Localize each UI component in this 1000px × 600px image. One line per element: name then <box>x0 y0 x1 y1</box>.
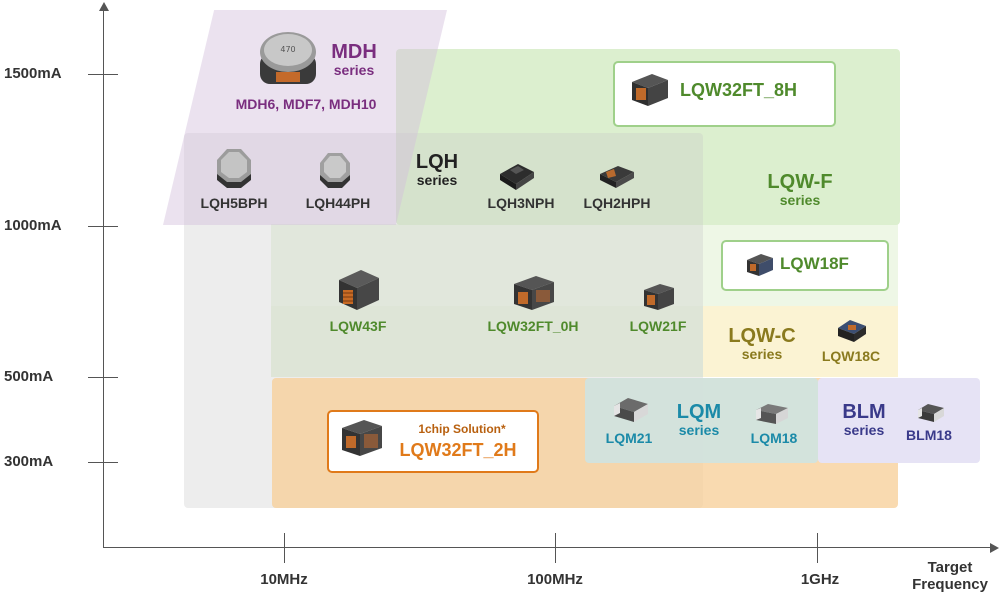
lqh3nph-inductor-icon <box>500 164 534 190</box>
y-tick-mark <box>88 74 118 75</box>
x-axis <box>103 547 993 548</box>
y-axis <box>103 8 104 548</box>
y-tick-label: 1500mA <box>4 65 62 82</box>
lqw32ft-8h-label: LQW32FT_8H <box>680 80 798 100</box>
lqw32ft-2h-inductor-icon <box>342 420 382 456</box>
y-tick-mark <box>88 226 118 227</box>
lqh2hph-inductor-icon <box>600 166 634 188</box>
lqw32ft-8h-inductor-icon <box>632 74 668 106</box>
lqh5bph-inductor-icon <box>217 149 251 188</box>
lqh3nph-label: LQH3NPH <box>487 195 555 211</box>
lqw-c-name: LQW-C <box>728 325 796 347</box>
y-tick-mark <box>88 377 118 378</box>
x-axis-arrow <box>990 543 999 553</box>
chip-solution-label: 1chip Solution* <box>418 422 506 436</box>
lqw-f-mid-region <box>271 306 703 377</box>
lqw32ft-0h-label: LQW32FT_0H <box>487 318 579 334</box>
lqw18f-label: LQW18F <box>780 254 849 273</box>
x-tick-mark <box>555 533 556 563</box>
x-tick-label: 100MHz <box>527 571 583 588</box>
lqm21-label: LQM21 <box>605 430 653 446</box>
y-tick-mark <box>88 462 118 463</box>
lqh44ph-label: LQH44PH <box>305 195 371 211</box>
lqw21f-label: LQW21F <box>629 318 687 334</box>
lqw21f-inductor-icon <box>644 284 674 310</box>
blm-name: BLM <box>842 401 886 423</box>
lqw32ft-2h-label: LQW32FT_2H <box>399 440 517 460</box>
lqm21-inductor-icon <box>614 398 648 422</box>
mdh-name: MDH <box>331 41 377 63</box>
y-axis-arrow <box>99 2 109 11</box>
mdh-inductor-icon: 470 <box>260 32 316 84</box>
y-tick-label: 1000mA <box>4 217 62 234</box>
svg-text:470: 470 <box>280 45 295 54</box>
lqw32ft-0h-inductor-icon <box>514 276 554 310</box>
lqw-c-series-title: LQW-C series <box>716 326 808 362</box>
lqm18-inductor-icon <box>756 404 788 424</box>
lqw43f-inductor-icon <box>339 270 379 310</box>
x-tick-label: 10MHz <box>260 571 308 588</box>
lqw-c-region <box>703 305 898 377</box>
x-tick-mark <box>817 533 818 563</box>
mdh-series-title: MDH series <box>322 42 386 78</box>
blm-series-title: BLM series <box>830 402 898 438</box>
lqw18c-inductor-icon <box>838 320 866 342</box>
blm-sub: series <box>843 422 885 438</box>
x-axis-title-line1: Target <box>927 559 973 576</box>
lqw-c-sub: series <box>741 346 783 362</box>
blm18-inductor-icon <box>918 404 944 422</box>
lqw18c-label: LQW18C <box>821 348 881 364</box>
y-tick-label: 500mA <box>4 368 54 385</box>
lqm-name: LQM <box>676 401 722 423</box>
blm-region <box>818 378 980 463</box>
lqw-f-series-title: LQW-F series <box>750 172 850 208</box>
lqh5bph-label: LQH5BPH <box>200 195 268 211</box>
lqh2hph-label: LQH2HPH <box>583 195 651 211</box>
x-axis-title: Target Frequency <box>900 559 1000 593</box>
x-tick-label: 1GHz <box>800 571 840 588</box>
lqh-name: LQH <box>415 151 459 173</box>
lqw43f-label: LQW43F <box>329 318 387 334</box>
lqm-sub: series <box>678 422 720 438</box>
x-tick-mark <box>284 533 285 563</box>
lqw18f-inductor-icon <box>747 254 773 276</box>
mdh-part-list: MDH6, MDF7, MDH10 <box>235 96 377 112</box>
lqm-series-title: LQM series <box>664 402 734 438</box>
mdh-sub: series <box>333 62 375 78</box>
lqh44ph-inductor-icon <box>320 153 350 188</box>
x-axis-title-line2: Frequency <box>912 576 988 593</box>
lqw-f-name: LQW-F <box>767 171 833 193</box>
lqw-f-sub: series <box>779 192 821 208</box>
blm18-label: BLM18 <box>906 427 952 443</box>
y-tick-label: 300mA <box>4 453 54 470</box>
lqh-series-title: LQH series <box>405 152 469 188</box>
lqm18-label: LQM18 <box>750 430 798 446</box>
lqh-sub: series <box>416 172 458 188</box>
